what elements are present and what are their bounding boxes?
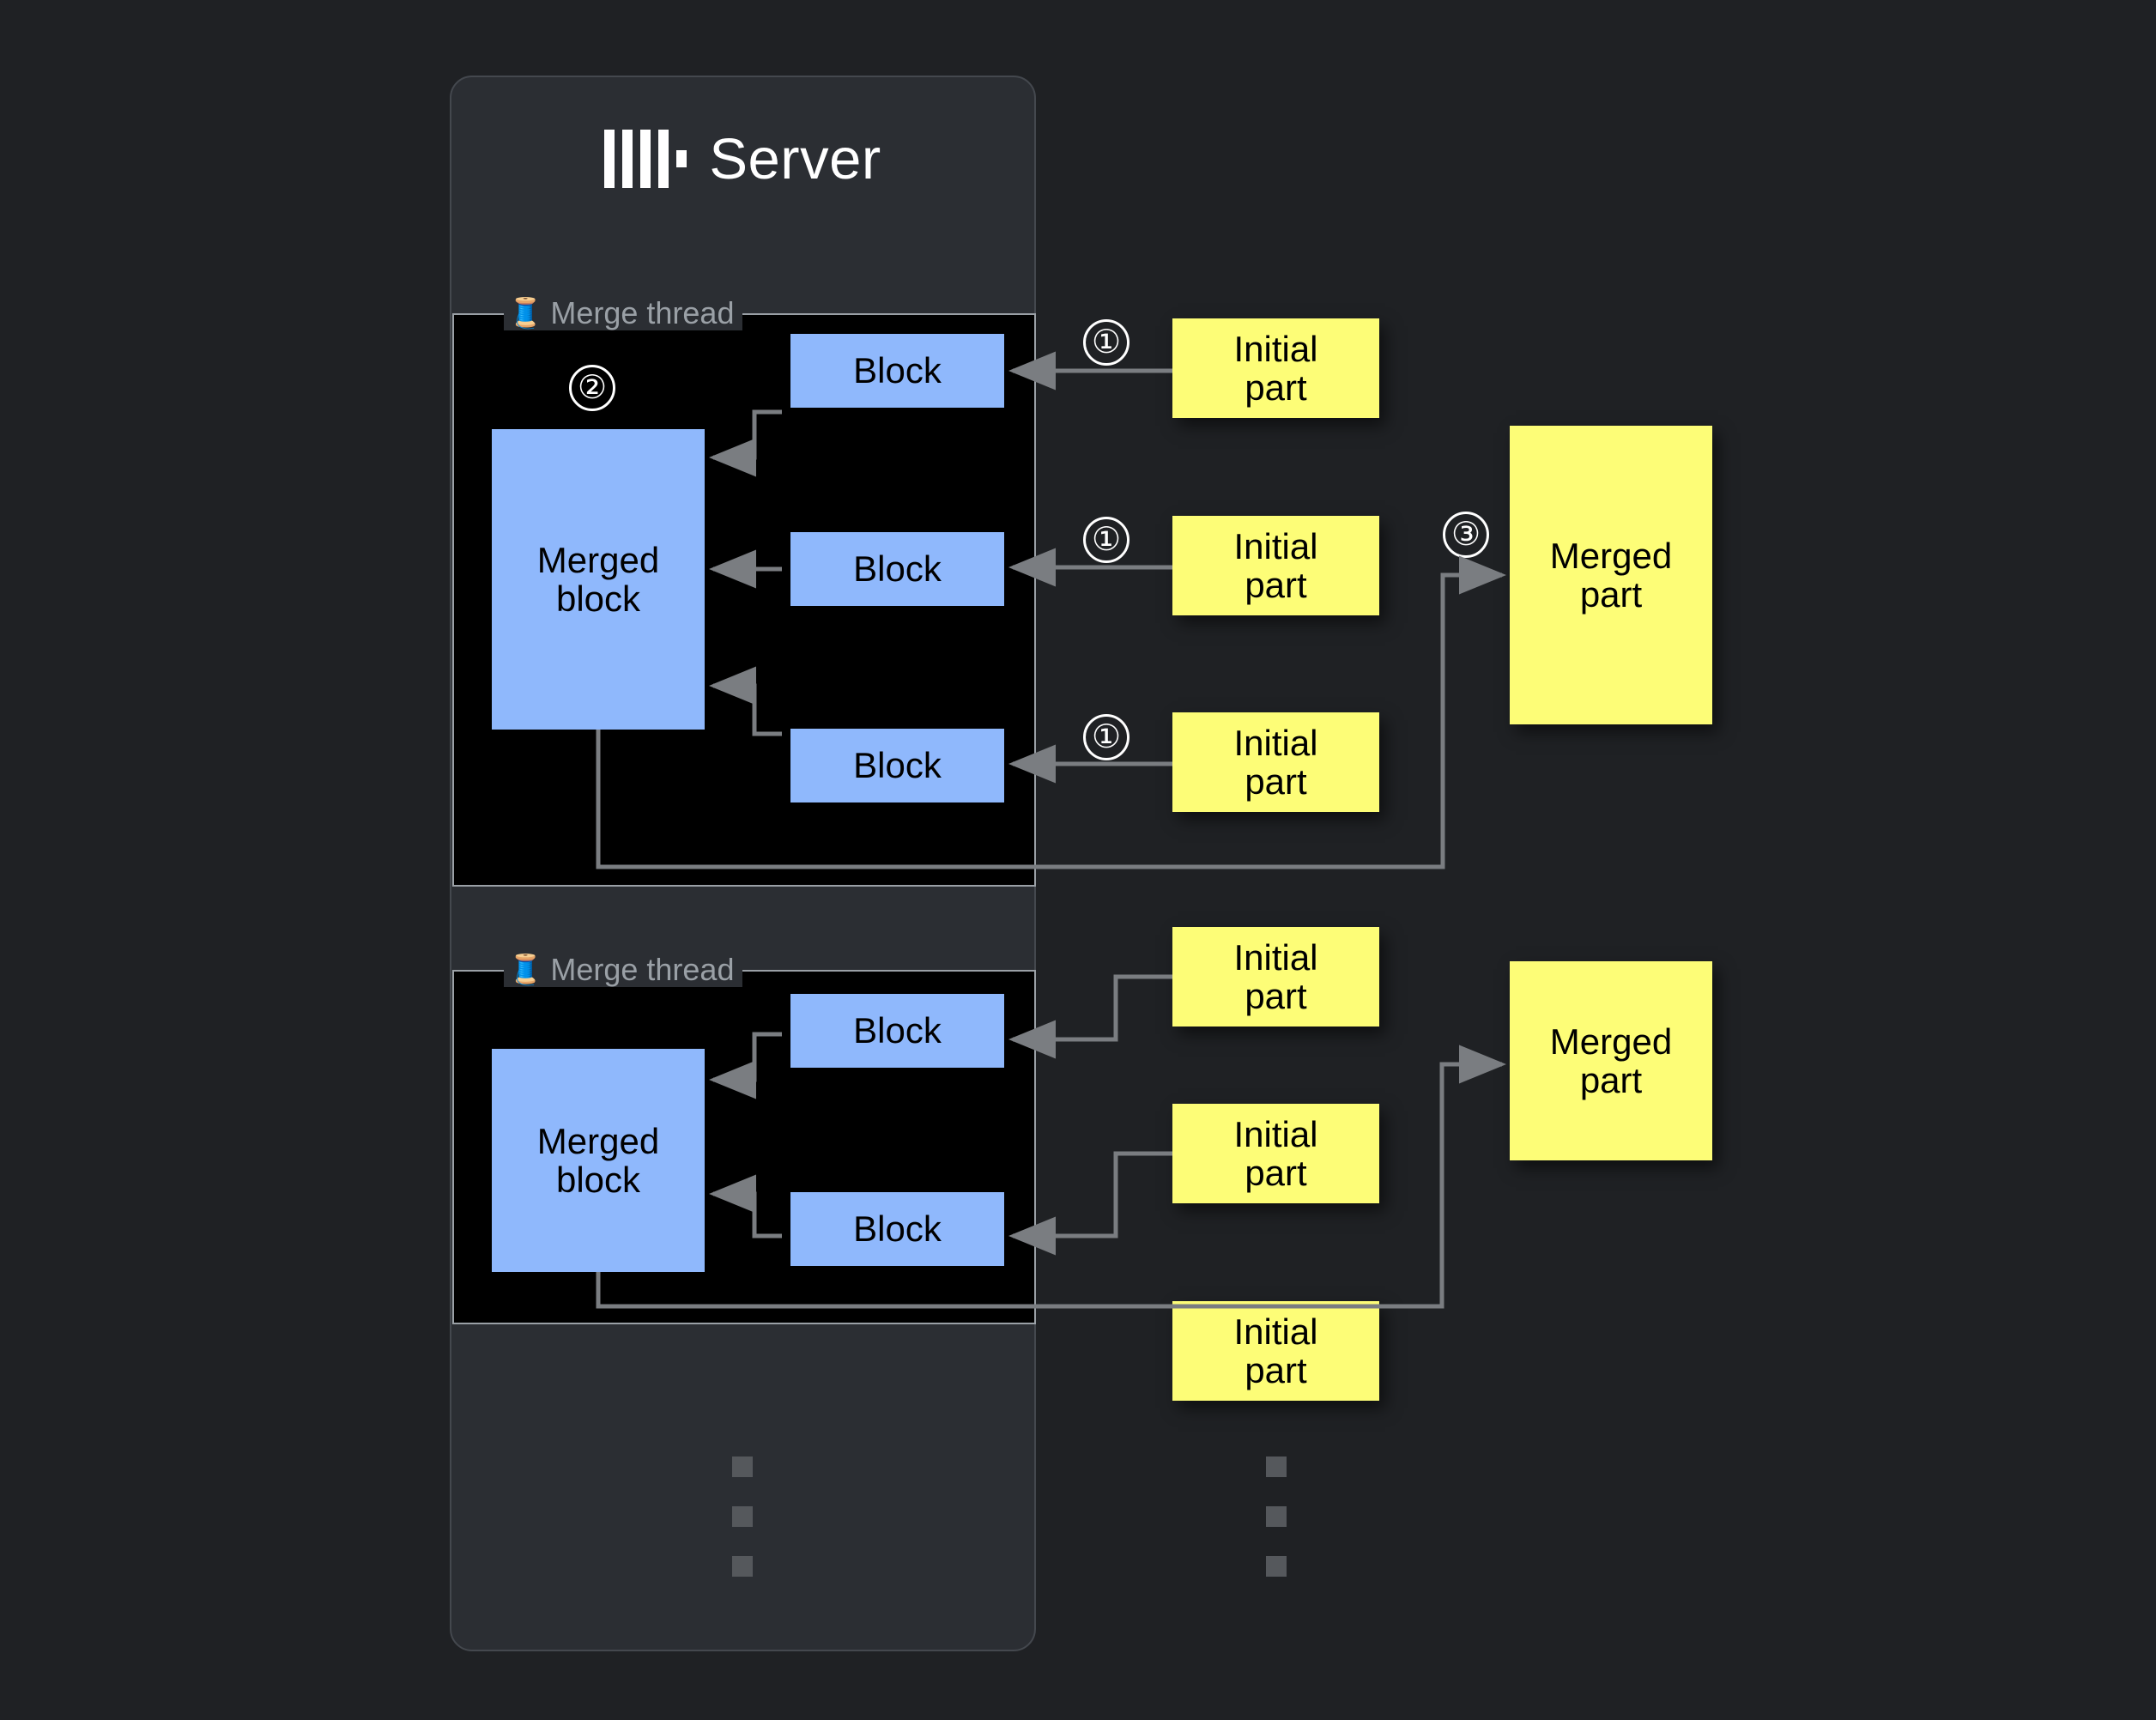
merge-thread-label-1: 🧵 Merge thread: [504, 295, 743, 330]
parts-column-ellipsis: [1266, 1457, 1287, 1577]
merge-thread-label-text: Merge thread: [550, 295, 735, 330]
merge-thread-label-2: 🧵 Merge thread: [504, 952, 743, 987]
arrow-initialpart4-to-block2-1: [1008, 974, 1172, 1059]
server-column-ellipsis: [732, 1457, 753, 1577]
block-1-3: Block: [790, 729, 1004, 802]
initial-part-6: Initial part: [1172, 1301, 1379, 1401]
initial-part-5: Initial part: [1172, 1104, 1379, 1203]
block-2-1: Block: [790, 994, 1004, 1068]
initial-part-1: Initial part: [1172, 318, 1379, 418]
step-marker-2: ②: [569, 365, 615, 411]
merged-block-1: Merged block: [492, 429, 705, 730]
merged-block-2: Merged block: [492, 1049, 705, 1272]
thread-spool-icon: 🧵: [507, 297, 544, 330]
initial-part-2: Initial part: [1172, 516, 1379, 615]
initial-part-4: Initial part: [1172, 927, 1379, 1027]
merge-thread-label-text: Merge thread: [550, 952, 735, 987]
block-1-1: Block: [790, 334, 1004, 408]
step-marker-1a: ①: [1083, 319, 1129, 366]
merged-part-2: Merged part: [1510, 961, 1712, 1160]
step-marker-1b: ①: [1083, 517, 1129, 563]
block-2-2: Block: [790, 1192, 1004, 1266]
step-marker-3: ③: [1443, 512, 1489, 558]
arrow-initialpart5-to-block2-2: [1008, 1151, 1172, 1256]
merged-part-1: Merged part: [1510, 426, 1712, 724]
initial-part-3: Initial part: [1172, 712, 1379, 812]
block-1-2: Block: [790, 532, 1004, 606]
step-marker-1c: ①: [1083, 714, 1129, 760]
thread-spool-icon: 🧵: [507, 954, 544, 986]
